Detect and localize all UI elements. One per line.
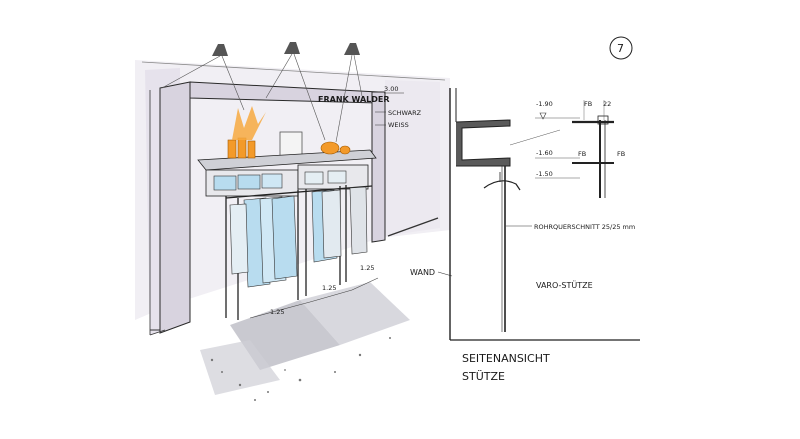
level-label: -1.60 [536, 149, 553, 157]
hanger-icon [483, 180, 521, 191]
page-number-circle [609, 36, 633, 60]
page-number: 7 [617, 42, 624, 55]
spotlight-icon [265, 42, 326, 141]
caption-side-view: SEITENANSICHT [462, 352, 550, 365]
level-label: -1.90 [536, 100, 553, 108]
note-white: WEISS [388, 121, 409, 129]
tube-note: ROHRQUERSCHNITT 25/25 mm [534, 223, 635, 231]
post-label: VARO-STÜTZE [536, 280, 593, 290]
caption-post: STÜTZE [462, 370, 505, 383]
section-drawing: -1.90 -1.60 -1.50 FB 22 FB FB ROHRQUERSC… [449, 36, 640, 383]
floor-shading [200, 282, 410, 401]
perspective-sketch: FRANK WALDER 3.00 SCHWARZ WEISS 1.25 1.2… [135, 42, 453, 401]
dimension-label: 1.25 [360, 264, 374, 272]
folded-shirts [213, 170, 347, 191]
detail-label: FB [578, 150, 586, 158]
level-label: -1.50 [536, 170, 553, 178]
profile-detail [572, 100, 614, 198]
dimension-label: 1.25 [270, 308, 284, 316]
note-black: SCHWARZ [388, 109, 422, 117]
wall-label: WAND [410, 268, 435, 277]
detail-label: 22 [603, 100, 611, 108]
spotlight-icon [335, 43, 363, 143]
spotlight-icon [161, 44, 245, 111]
detail-label: FB [617, 150, 625, 158]
detail-label: FB [584, 100, 592, 108]
shelf-top [197, 149, 377, 171]
brand-fascia-text: FRANK WALDER [318, 95, 390, 104]
orange-decoration [227, 106, 351, 159]
fascia-height-label: 3.00 [384, 85, 398, 93]
display-portal [159, 81, 386, 334]
shelf-profile [455, 119, 511, 167]
dimension-label: 1.25 [322, 284, 336, 292]
hanging-garments [229, 186, 368, 288]
